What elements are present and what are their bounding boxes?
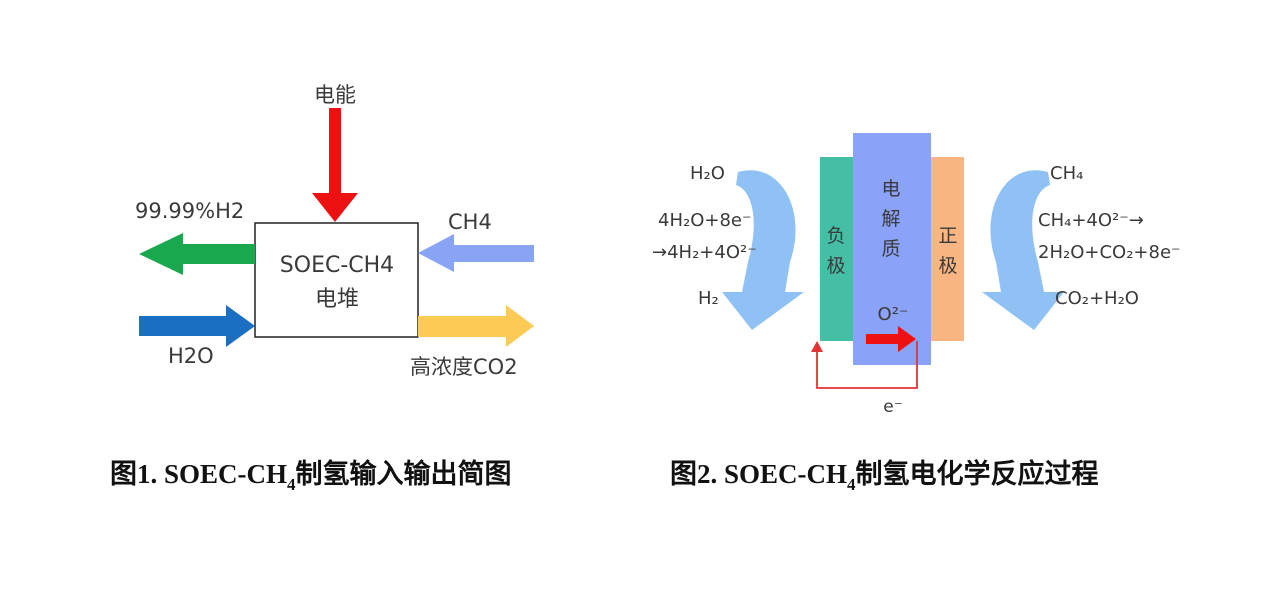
cathode-curl-arrow bbox=[722, 170, 804, 330]
anode-label-1: 正 bbox=[938, 225, 957, 247]
electron-wire-arrowhead bbox=[811, 341, 823, 352]
electron-label: e⁻ bbox=[883, 397, 902, 417]
energy-arrow bbox=[312, 108, 358, 222]
cathode-label-1: 负 bbox=[826, 225, 845, 247]
cathode-input-label: H₂O bbox=[690, 163, 725, 184]
cathode-layer bbox=[820, 157, 853, 341]
anode-layer bbox=[931, 157, 964, 341]
oxygen-ion-label: O²⁻ bbox=[878, 304, 909, 325]
cathode-label-2: 极 bbox=[826, 255, 845, 277]
figure2: 负 极 电 解 质 正 极 O²⁻ e⁻ H₂O 4H₂O+8e⁻ →4H₂+4… bbox=[652, 133, 1181, 494]
stack-label-line1: SOEC-CH4 bbox=[280, 253, 394, 278]
figure1: 电能 SOEC-CH4 电堆 99.99%H2 H2O CH4 高浓度CO2 图… bbox=[110, 83, 534, 494]
stack-label-line2: 电堆 bbox=[315, 287, 359, 312]
co2-output-arrow bbox=[418, 305, 534, 347]
figure2-caption: 图2. SOEC-CH4制氢电化学反应过程 bbox=[670, 458, 1099, 494]
soec-stack-box bbox=[254, 222, 419, 338]
cathode-output-label: H₂ bbox=[698, 288, 719, 309]
anode-equation-line1: CH₄+4O²⁻→ bbox=[1038, 210, 1144, 231]
h2-output-arrow bbox=[139, 233, 255, 275]
cathode-equation-line2: →4H₂+4O²⁻ bbox=[652, 242, 757, 263]
h2-output-label: 99.99%H2 bbox=[135, 199, 244, 223]
electron-wire bbox=[816, 341, 918, 389]
electrolyte-label-3: 质 bbox=[881, 238, 900, 260]
cathode-equation-line1: 4H₂O+8e⁻ bbox=[658, 210, 751, 231]
energy-label: 电能 bbox=[314, 83, 356, 107]
h2o-input-label: H2O bbox=[168, 344, 214, 368]
oxygen-ion-arrow bbox=[866, 326, 916, 352]
electrolyte-layer bbox=[853, 133, 931, 365]
figure1-caption: 图1. SOEC-CH4制氢输入输出简图 bbox=[110, 458, 512, 494]
anode-output-label: CO₂+H₂O bbox=[1055, 288, 1139, 309]
anode-equation-line2: 2H₂O+CO₂+8e⁻ bbox=[1038, 242, 1181, 263]
anode-curl-arrow bbox=[982, 170, 1064, 330]
ch4-input-arrow bbox=[418, 234, 534, 272]
anode-input-label: CH₄ bbox=[1050, 163, 1083, 184]
co2-output-label: 高浓度CO2 bbox=[410, 355, 518, 379]
electrolyte-label-2: 解 bbox=[881, 208, 900, 230]
anode-label-2: 极 bbox=[938, 255, 957, 277]
ch4-input-label: CH4 bbox=[448, 210, 492, 234]
h2o-input-arrow bbox=[139, 305, 255, 347]
electrolyte-label-1: 电 bbox=[881, 178, 900, 200]
